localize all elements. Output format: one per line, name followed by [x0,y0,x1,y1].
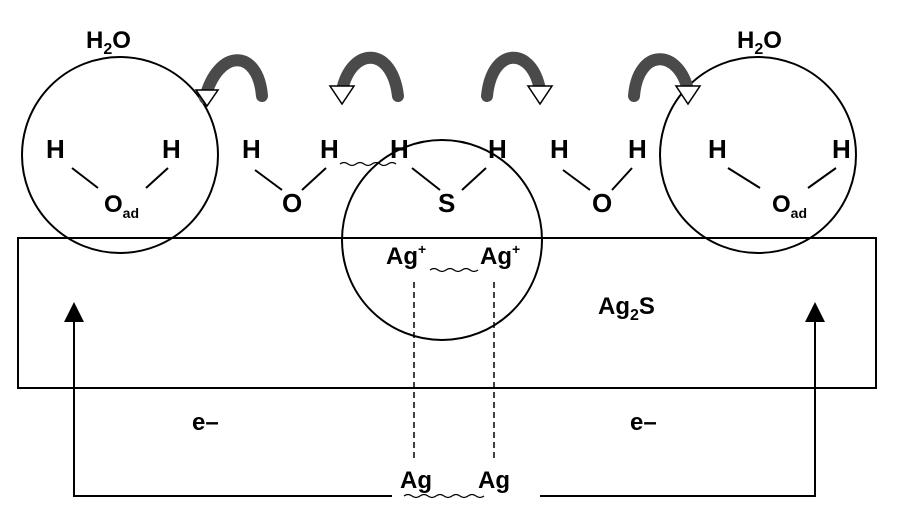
electron-label: e– [630,409,657,436]
hydrogen-atom: H [162,134,181,164]
silver-sulfide-label: Ag2S [598,293,655,324]
ag2s-slab [17,237,877,389]
h2o-label-right: H2O [737,27,782,58]
hydrogen-atom: H [832,134,851,164]
hydrogen-atom: H [390,134,409,164]
curved-arrow-icon [328,51,404,106]
hydrogen-atom: H [46,134,65,164]
silver-ion-paths [413,282,495,458]
electron-label: e– [192,409,219,436]
electron-circuit [64,302,825,497]
curved-arrow-icon [194,54,268,108]
center-sulfide-circle [341,139,543,341]
silver-metal-label: Ag [478,467,510,494]
hydrogen-atom: H [628,134,647,164]
hydrogen-atom: H [550,134,569,164]
hydrogen-bonds [339,161,485,499]
curved-arrow-icon [628,53,702,106]
oxygen-atom: O [282,188,302,218]
silver-metal-label: Ag [400,467,432,494]
silver-ion-label: Ag+ [386,241,426,270]
hydrogen-atom: H [488,134,507,164]
adsorbed-oxygen-label: Oad [772,191,807,221]
hydrogen-atom: H [242,134,261,164]
oxygen-atom: O [592,188,612,218]
left-adsorption-circle [21,56,219,254]
molecular-bonds [71,167,837,191]
sulfur-atom: S [438,188,455,218]
hydrogen-atom: H [320,134,339,164]
hydrogen-atom: H [708,134,727,164]
h2o-label-left: H2O [86,27,131,58]
right-adsorption-circle [659,56,857,254]
adsorbed-oxygen-label: Oad [104,191,139,221]
silver-ion-label: Ag+ [480,241,520,270]
curved-arrow-icon [481,51,554,106]
